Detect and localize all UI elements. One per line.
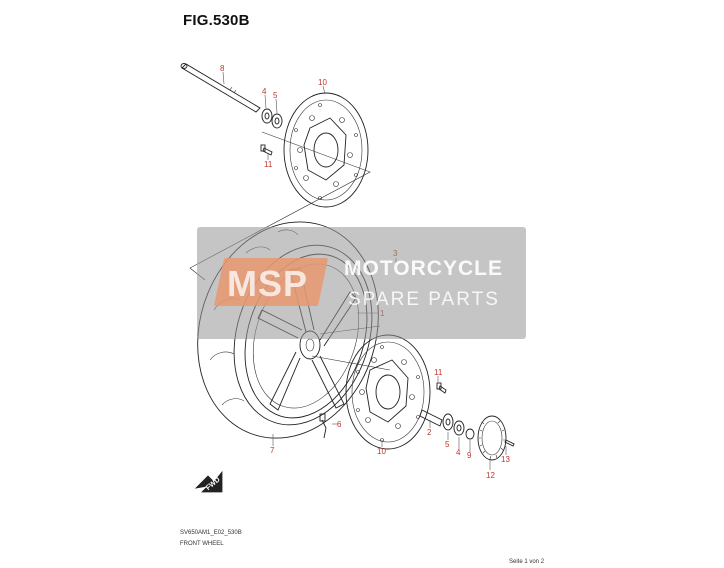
callout-8: 8 — [220, 64, 225, 73]
figure-title: FIG.530B — [183, 12, 250, 29]
callout-12: 12 — [486, 471, 495, 480]
callout-10-lower: 10 — [377, 447, 386, 456]
callout-5-upper: 5 — [273, 91, 278, 100]
figure-caption: FRONT WHEEL — [180, 541, 224, 547]
upper-seal-bearing — [261, 108, 283, 129]
callout-4-upper: 4 — [262, 87, 267, 96]
document-code: SV650AM1_E02_530B — [180, 530, 242, 536]
lower-seal-bearing — [442, 413, 475, 440]
callout-6: 6 — [337, 420, 342, 429]
watermark-line-2: SPARE PARTS — [348, 289, 500, 310]
callout-11-upper: 11 — [264, 160, 273, 169]
watermark-line-1: MOTORCYCLE — [344, 257, 503, 280]
callout-13: 13 — [501, 455, 510, 464]
spacer — [419, 409, 443, 427]
callout-9: 9 — [467, 451, 472, 460]
small-screw — [504, 439, 515, 447]
callout-4-lower: 4 — [456, 448, 461, 457]
callout-5-lower: 5 — [445, 440, 450, 449]
fwd-arrow — [194, 470, 223, 493]
lower-bolt — [436, 382, 447, 394]
callout-11-lower: 11 — [434, 368, 443, 377]
callout-7: 7 — [270, 446, 275, 455]
sensor-ring — [477, 415, 507, 461]
callout-10-upper: 10 — [318, 78, 327, 87]
lower-brake-disc — [345, 334, 431, 450]
callout-2: 2 — [427, 428, 432, 437]
page-indicator: Seite 1 von 2 — [509, 559, 545, 565]
watermark-overlay: MSP MOTORCYCLE SPARE PARTS — [197, 227, 526, 339]
upper-bolt — [260, 144, 273, 156]
valve — [319, 413, 327, 439]
axle-part — [180, 63, 261, 113]
watermark-logo-text: MSP — [227, 263, 309, 304]
upper-brake-disc — [283, 92, 369, 208]
